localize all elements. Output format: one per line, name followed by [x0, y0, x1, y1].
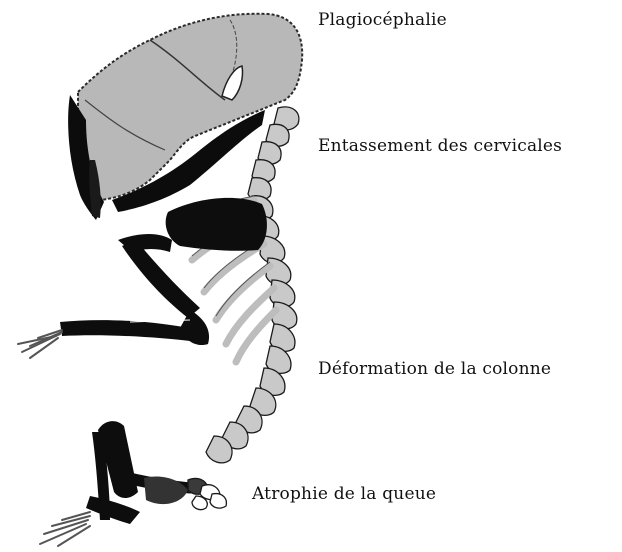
humerus: [122, 240, 200, 318]
spine: [206, 107, 299, 463]
label-skull: Plagiocéphalie: [318, 10, 447, 30]
tail: [188, 478, 226, 509]
label-tail: Atrophie de la queue: [252, 484, 436, 504]
tail-vertebra: [210, 494, 226, 508]
forearm: [60, 320, 200, 342]
label-cervical: Entassement des cervicales: [318, 136, 562, 156]
label-spine: Déformation de la colonne: [318, 359, 551, 379]
hind-limb: [40, 421, 208, 546]
hind-paw: [40, 512, 90, 546]
forearm-gap: [130, 320, 190, 322]
rib: [204, 244, 264, 292]
front-paw: [18, 330, 62, 358]
hip: [144, 477, 188, 505]
scapula: [166, 198, 267, 251]
front-limb: [18, 234, 209, 358]
ankle: [86, 496, 140, 524]
